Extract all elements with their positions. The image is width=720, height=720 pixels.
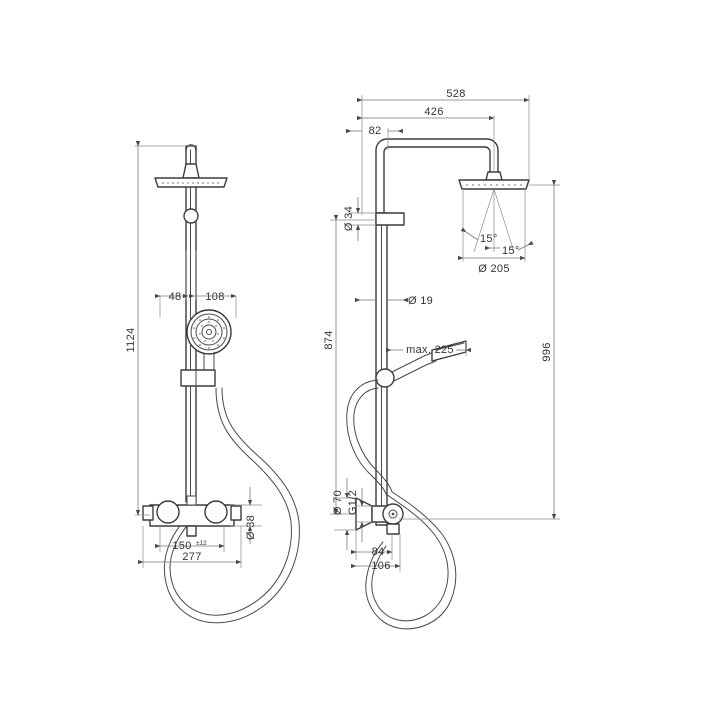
front-thermostat-valve <box>142 495 242 537</box>
dim-label-front-valve-height: 150 <box>172 540 191 552</box>
dim-side-overall-reach: 528 <box>356 88 530 215</box>
front-slider-ring <box>183 208 199 224</box>
side-view <box>346 138 530 630</box>
dim-front-valve-width: 277 <box>137 526 242 568</box>
front-view-dimensions: 1124 48 108 150 ±12 277 <box>125 140 262 568</box>
dim-label-front-valve-diameter: Ø 38 <box>245 515 257 540</box>
dim-label-side-arm-reach: 426 <box>424 106 443 118</box>
dim-label-side-angle-left: 15° <box>480 233 498 245</box>
front-overhead-shower <box>154 163 228 188</box>
dim-label-side-head-diameter: Ø 205 <box>478 263 509 275</box>
side-overhead-nozzle-row <box>466 184 522 186</box>
dim-label-front-valve-width: 277 <box>182 551 201 563</box>
side-shower-arm <box>375 138 499 216</box>
dim-side-riser-offset: 82 <box>345 125 404 150</box>
dim-side-rail-travel: max. 225 <box>385 341 472 356</box>
dim-label-side-connection-thread: G1/2 <box>347 490 359 515</box>
dim-label-side-overall-height: 996 <box>541 342 553 361</box>
dim-label-front-valve-tolerance: ±12 <box>196 540 207 547</box>
dim-side-overall-height: 996 <box>399 179 560 520</box>
front-shower-holder <box>180 369 216 387</box>
dim-side-head-diameter: Ø 205 <box>457 255 526 275</box>
dim-side-arm-reach: 426 <box>356 106 495 172</box>
dim-side-riser-diameter: Ø 34 <box>343 197 376 241</box>
dim-label-side-rail-height: 874 <box>323 330 335 349</box>
dim-side-valve-depth-outer: 106 <box>350 534 401 572</box>
dim-front-valve-height: 150 ±12 <box>154 526 225 552</box>
dim-side-rail-height: 874 <box>323 214 376 515</box>
dim-label-side-riser-diameter: Ø 34 <box>343 206 355 231</box>
dim-front-valve-diameter: Ø 38 <box>230 487 262 544</box>
side-shower-hose <box>346 379 457 630</box>
dim-label-front-overall-height: 1124 <box>125 328 137 353</box>
dim-label-side-rail-travel: max. 225 <box>406 344 454 356</box>
front-hand-shower <box>186 309 232 379</box>
dim-side-angle-left: 15° <box>460 227 498 245</box>
overhead-nozzle-row <box>162 182 219 184</box>
dim-side-rail-diameter: Ø 19 <box>354 295 433 307</box>
dim-label-side-angle-right: 15° <box>502 245 520 257</box>
dim-side-angle-right: 15° <box>484 240 534 257</box>
front-shower-hose <box>163 387 300 624</box>
hand-shower-nozzles <box>193 316 225 349</box>
front-view <box>142 144 300 624</box>
side-overhead-shower <box>458 171 530 190</box>
dim-side-escutcheon-diameter: Ø 70 <box>332 478 356 550</box>
dim-label-front-offset-large: 108 <box>205 291 224 303</box>
dim-label-front-offset-small: 48 <box>169 291 182 303</box>
dim-label-side-overall-reach: 528 <box>446 88 465 100</box>
spray-angle-indicators <box>462 188 526 262</box>
dim-front-overall-height: 1124 <box>125 140 196 516</box>
dim-label-side-valve-depth-outer: 106 <box>371 560 390 572</box>
side-view-dimensions: 528 426 82 Ø 34 874 <box>323 88 560 572</box>
dim-label-side-riser-offset: 82 <box>369 125 382 137</box>
dim-side-valve-depth-inner: 84 <box>350 530 393 560</box>
dim-side-connection-thread: G1/2 <box>347 488 372 542</box>
dim-label-side-escutcheon-diameter: Ø 70 <box>332 490 344 515</box>
dim-label-side-valve-depth-inner: 84 <box>372 546 385 558</box>
dim-label-side-rail-diameter: Ø 19 <box>408 295 433 307</box>
dim-front-offsets: 48 108 <box>154 250 237 318</box>
side-slide-rail <box>375 212 405 526</box>
